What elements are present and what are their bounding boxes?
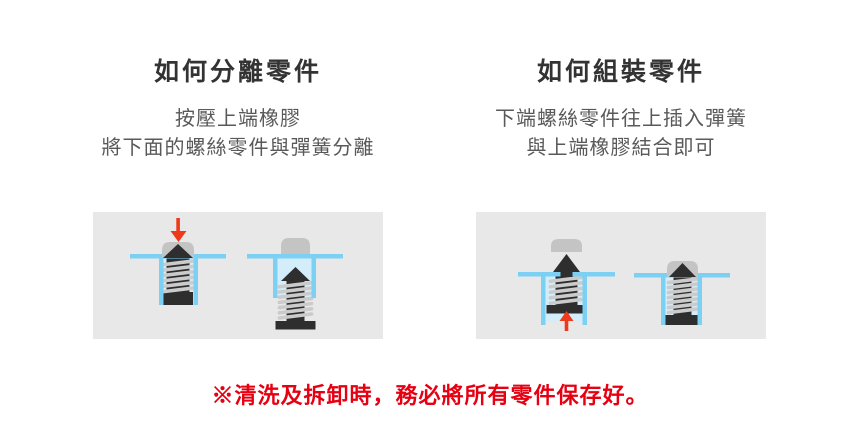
spring-bar [159, 264, 198, 273]
spring-bar [277, 307, 314, 315]
separate-diagram-svg [130, 218, 343, 330]
assemble-description-line-2: 與上端橡膠結合即可 [526, 137, 716, 159]
separate-section-title: 如何分離零件 [153, 58, 322, 86]
spring-bar [666, 282, 699, 290]
rubber-cap [551, 239, 582, 252]
spring-bar [277, 281, 314, 289]
separate-section: 如何分離零件 按壓上端橡膠 將下面的螺絲零件與彈簧分離 [93, 0, 383, 437]
screw-base [163, 292, 193, 305]
press-step-separated-part [247, 238, 343, 330]
assemble-section-description: 下端螺絲零件往上插入彈簧 與上端橡膠結合即可 [401, 105, 841, 163]
spring-bar [277, 286, 314, 294]
spring-bar [159, 269, 198, 278]
assemble-section-title: 如何組裝零件 [536, 58, 705, 86]
spring-bar [159, 258, 198, 267]
surface-line [247, 254, 343, 259]
spring-bar [548, 286, 585, 295]
spring-bar [159, 280, 198, 289]
spring-coil [666, 277, 699, 315]
spring-bar [666, 297, 699, 305]
screw-neck [560, 269, 573, 277]
spring-bar [666, 307, 699, 315]
spring-bar [666, 277, 699, 285]
spring-bar [666, 287, 699, 295]
spring-bar [548, 292, 585, 300]
assemble-section: 如何組裝零件 下端螺絲零件往上插入彈簧 與上端橡膠結合即可 [476, 0, 766, 437]
assemble-description-line-1: 下端螺絲零件往上插入彈簧 [495, 108, 747, 130]
well-right-wall [193, 256, 198, 305]
insert-up-arrow-icon [559, 311, 574, 331]
spring-bar [666, 302, 699, 310]
well-left-wall [273, 256, 278, 298]
separate-description-line-1: 按壓上端橡膠 [175, 108, 301, 130]
spring-bar [277, 301, 314, 310]
well-right-wall [311, 256, 316, 298]
spring-bar [666, 292, 699, 300]
screw-tip [163, 244, 193, 258]
screw-tip [669, 263, 696, 277]
spring-bar [277, 291, 314, 299]
separate-description-line-2: 將下面的螺絲零件與彈簧分離 [101, 137, 375, 159]
spring-bar [159, 275, 198, 283]
assembled-part [634, 261, 730, 325]
press-step-attached-part [130, 218, 226, 305]
press-down-arrow-icon [170, 218, 187, 242]
screw-tip [553, 254, 580, 272]
separate-diagram-box [93, 212, 383, 339]
well-left-wall [159, 256, 164, 305]
cleaning-warning-note: ※清洗及拆卸時，務必將所有零件保存好。 [211, 383, 649, 408]
well-left-wall [661, 275, 666, 325]
spring-coil [548, 275, 585, 306]
screw-base [275, 321, 316, 330]
well-right-wall [582, 274, 587, 325]
insert-step-part [518, 239, 615, 331]
spring-bar [277, 296, 314, 305]
spring-bar [548, 281, 585, 289]
spring-bar [548, 297, 585, 306]
screw-base [546, 305, 583, 314]
well-left-wall [541, 274, 546, 325]
assemble-diagram-box [476, 212, 766, 339]
screw-tip [281, 267, 310, 281]
spring-coil [159, 258, 198, 294]
spring-bar [548, 275, 585, 284]
rubber-cap [281, 238, 310, 254]
spring-coil [277, 281, 314, 320]
screw-base [665, 315, 698, 325]
separate-section-description: 按壓上端橡膠 將下面的螺絲零件與彈簧分離 [18, 105, 458, 163]
assemble-diagram-svg [518, 239, 730, 331]
spring-bar [159, 285, 198, 294]
spring-bar [277, 312, 314, 320]
well-right-wall [697, 275, 702, 325]
